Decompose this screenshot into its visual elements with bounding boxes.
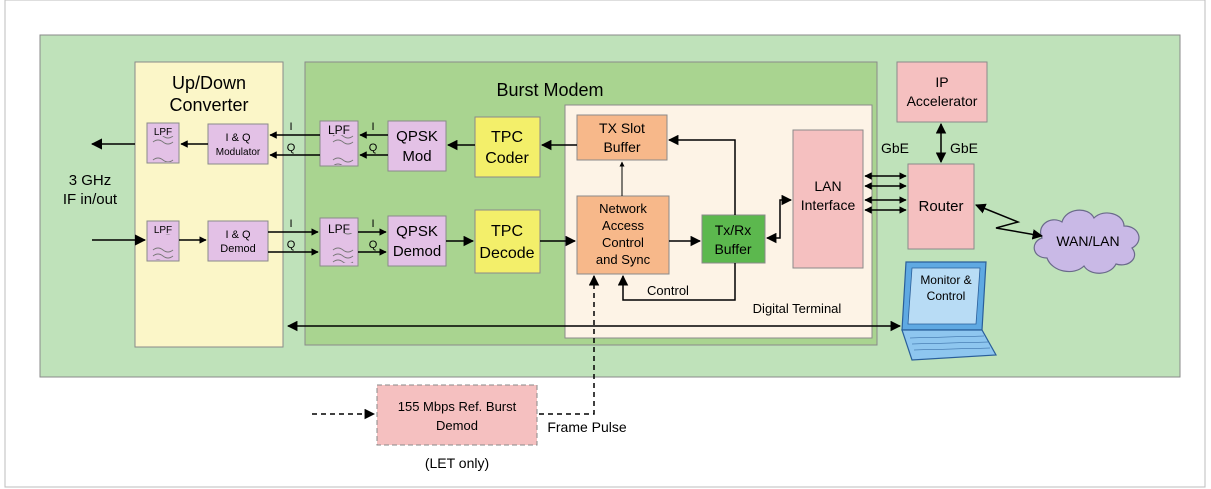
q-label-tx-conv: Q bbox=[287, 142, 296, 154]
qpsk-demod-line1: QPSK bbox=[396, 223, 438, 240]
burst-modem-title: Burst Modem bbox=[496, 80, 603, 100]
nac-line1: Network bbox=[599, 201, 647, 216]
nac-line4: and Sync bbox=[596, 252, 651, 267]
monitor-label-line2: Control bbox=[927, 289, 966, 303]
nac-line3: Control bbox=[602, 235, 644, 250]
wan-lan-label: WAN/LAN bbox=[1056, 233, 1119, 249]
tpc-coder-line2: Coder bbox=[485, 150, 529, 167]
i-label-tx-modem: I bbox=[371, 121, 374, 133]
wan-lan-cloud: WAN/LAN bbox=[1033, 209, 1140, 274]
tx-slot-buffer-line2: Buffer bbox=[603, 139, 640, 155]
ref-demod-line2: Demod bbox=[436, 418, 478, 433]
ip-accelerator-line1: IP bbox=[935, 74, 948, 90]
control-label: Control bbox=[647, 283, 689, 298]
tpc-coder-line1: TPC bbox=[491, 129, 523, 146]
qpsk-demod-line2: Demod bbox=[393, 243, 441, 260]
if-label-line2: IF in/out bbox=[63, 191, 118, 208]
iq-demod-line2: Demod bbox=[220, 243, 255, 255]
q-label-rx-modem: Q bbox=[369, 239, 378, 251]
frame-pulse-arrow bbox=[539, 274, 600, 415]
tx-slot-buffer-line1: TX Slot bbox=[599, 120, 645, 136]
iq-demod: I & Q Demod bbox=[207, 220, 269, 262]
if-label-line1: 3 GHz bbox=[69, 172, 112, 189]
q-label-rx-conv: Q bbox=[287, 239, 296, 251]
gbe-left-label: GbE bbox=[881, 140, 909, 156]
converter-title-line2: Converter bbox=[169, 95, 248, 115]
gbe-right-label: GbE bbox=[950, 140, 978, 156]
digital-terminal-label: Digital Terminal bbox=[753, 301, 842, 316]
iq-demod-line1: I & Q bbox=[225, 229, 251, 241]
qpsk-mod: QPSK Mod bbox=[387, 120, 447, 172]
tpc-decode-line2: Decode bbox=[479, 245, 534, 262]
monitor-label-line1: Monitor & bbox=[920, 273, 971, 287]
tx-rx-buffer: Tx/Rx Buffer bbox=[701, 214, 766, 264]
lpf-tx-converter: LPF bbox=[146, 122, 180, 164]
lpf-tx-modem-label: LPF bbox=[328, 123, 350, 137]
lpf-rx-modem: LPF bbox=[319, 217, 359, 267]
lpf-tx-converter-label: LPF bbox=[154, 127, 172, 138]
qpsk-mod-line1: QPSK bbox=[396, 128, 438, 145]
txrx-lan-arrow bbox=[765, 194, 793, 244]
nac-line2: Access bbox=[602, 218, 644, 233]
connections bbox=[179, 122, 1044, 420]
lpf-rx-converter-label: LPF bbox=[154, 225, 172, 236]
txrx-to-txslot-arrow bbox=[667, 134, 736, 215]
i-label-tx-conv: I bbox=[289, 121, 292, 133]
tpc-decode: TPC Decode bbox=[474, 209, 541, 274]
iq-modulator-line1: I & Q bbox=[225, 132, 251, 144]
ref-burst-demod: 155 Mbps Ref. Burst Demod bbox=[376, 384, 538, 446]
network-access-control: Network Access Control and Sync bbox=[576, 195, 670, 275]
tpc-decode-line1: TPC bbox=[491, 223, 523, 240]
router-label: Router bbox=[918, 198, 963, 215]
ip-accelerator: IP Accelerator bbox=[896, 61, 988, 123]
tx-rx-buffer-line1: Tx/Rx bbox=[715, 222, 752, 238]
control-loop-arrow bbox=[617, 263, 736, 301]
converter-title-line1: Up/Down bbox=[172, 73, 246, 93]
router-wan-link bbox=[975, 203, 1044, 240]
ip-accelerator-line2: Accelerator bbox=[907, 93, 978, 109]
tpc-coder: TPC Coder bbox=[474, 116, 541, 178]
up-down-converter: Up/Down Converter bbox=[134, 61, 284, 348]
let-only-label: (LET only) bbox=[425, 455, 489, 471]
lan-interface: LAN Interface bbox=[792, 129, 864, 269]
router: Router bbox=[907, 163, 975, 250]
qpsk-mod-line2: Mod bbox=[402, 148, 431, 165]
iq-modulator-line2: Modulator bbox=[216, 147, 261, 158]
frame-pulse-label: Frame Pulse bbox=[547, 419, 627, 435]
lpf-rx-converter: LPF bbox=[146, 220, 180, 262]
lpf-tx-modem: LPF bbox=[319, 120, 359, 167]
i-label-rx-modem: I bbox=[371, 218, 374, 230]
ref-demod-line1: 155 Mbps Ref. Burst bbox=[398, 399, 517, 414]
tx-rx-buffer-line2: Buffer bbox=[714, 241, 751, 257]
laptop-icon: Monitor & Control bbox=[901, 261, 997, 361]
lpf-rx-modem-label: LPF bbox=[328, 222, 350, 236]
iq-modulator: I & Q Modulator bbox=[207, 123, 269, 165]
q-label-tx-modem: Q bbox=[369, 142, 378, 154]
lan-interface-line1: LAN bbox=[814, 178, 841, 194]
qpsk-demod: QPSK Demod bbox=[387, 215, 447, 267]
lan-interface-line2: Interface bbox=[801, 197, 856, 213]
tx-slot-buffer: TX Slot Buffer bbox=[576, 114, 668, 161]
i-label-rx-conv: I bbox=[289, 218, 292, 230]
